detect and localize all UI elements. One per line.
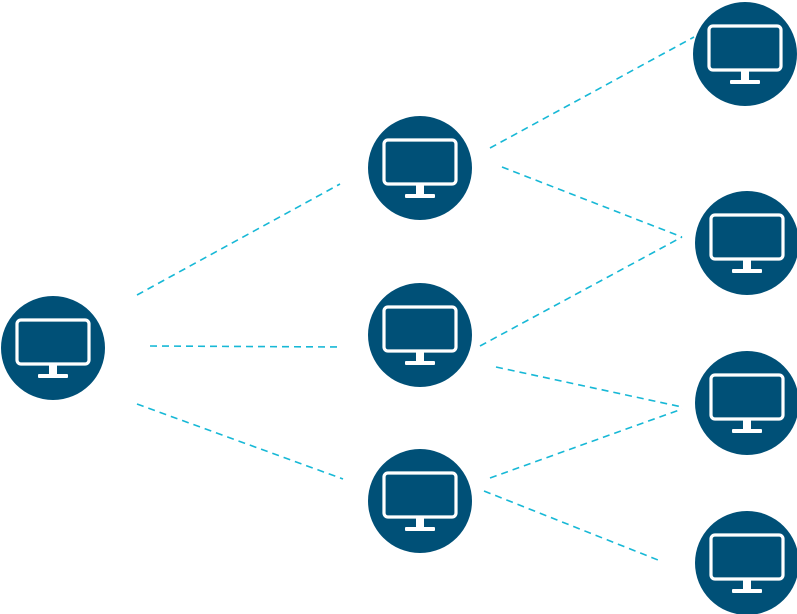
node-root — [1, 296, 105, 400]
network-links — [136, 36, 695, 561]
node-circle — [695, 511, 797, 614]
link-root-to-mid-1 — [136, 183, 341, 296]
monitor-neck — [49, 365, 57, 374]
monitor-base — [730, 80, 760, 84]
monitor-neck — [741, 71, 749, 80]
monitor-screen — [15, 318, 91, 366]
node-mid-3 — [368, 449, 472, 553]
node-circle — [1, 296, 105, 400]
computer-monitor-icon — [707, 24, 783, 84]
node-leaf-3 — [695, 351, 797, 455]
monitor-screen — [382, 471, 458, 519]
monitor-neck — [416, 352, 424, 361]
monitor-screen — [382, 138, 458, 186]
node-leaf-1 — [693, 2, 797, 106]
monitor-screen — [709, 213, 785, 261]
monitor-base — [732, 589, 762, 593]
link-mid-2-to-leaf-3 — [495, 366, 683, 408]
link-root-to-mid-2 — [149, 345, 341, 348]
monitor-neck — [416, 518, 424, 527]
monitor-screen — [709, 373, 785, 421]
monitor-base — [38, 374, 68, 378]
node-circle — [368, 283, 472, 387]
monitor-base — [405, 361, 435, 365]
node-circle — [695, 351, 797, 455]
link-mid-3-to-leaf-3 — [489, 408, 683, 479]
node-circle — [693, 2, 797, 106]
link-mid-1-to-leaf-2 — [501, 166, 683, 238]
monitor-base — [732, 429, 762, 433]
computer-monitor-icon — [15, 318, 91, 378]
node-mid-1 — [368, 116, 472, 220]
link-mid-3-to-leaf-4 — [483, 490, 659, 561]
node-leaf-4 — [695, 511, 797, 614]
link-root-to-mid-3 — [136, 403, 344, 480]
monitor-screen — [707, 24, 783, 72]
node-leaf-2 — [695, 191, 797, 295]
node-mid-2 — [368, 283, 472, 387]
link-mid-1-to-leaf-1 — [489, 36, 695, 149]
computer-monitor-icon — [709, 533, 785, 593]
computer-monitor-icon — [382, 305, 458, 365]
computer-monitor-icon — [709, 373, 785, 433]
monitor-neck — [743, 260, 751, 269]
monitor-neck — [743, 580, 751, 589]
monitor-neck — [416, 185, 424, 194]
monitor-base — [405, 194, 435, 198]
monitor-base — [405, 527, 435, 531]
node-circle — [368, 449, 472, 553]
monitor-base — [732, 269, 762, 273]
node-circle — [695, 191, 797, 295]
computer-monitor-icon — [709, 213, 785, 273]
link-mid-2-to-leaf-2 — [479, 236, 683, 347]
computer-monitor-icon — [382, 471, 458, 531]
node-circle — [368, 116, 472, 220]
computer-monitor-icon — [382, 138, 458, 198]
monitor-screen — [709, 533, 785, 581]
monitor-screen — [382, 305, 458, 353]
monitor-neck — [743, 420, 751, 429]
